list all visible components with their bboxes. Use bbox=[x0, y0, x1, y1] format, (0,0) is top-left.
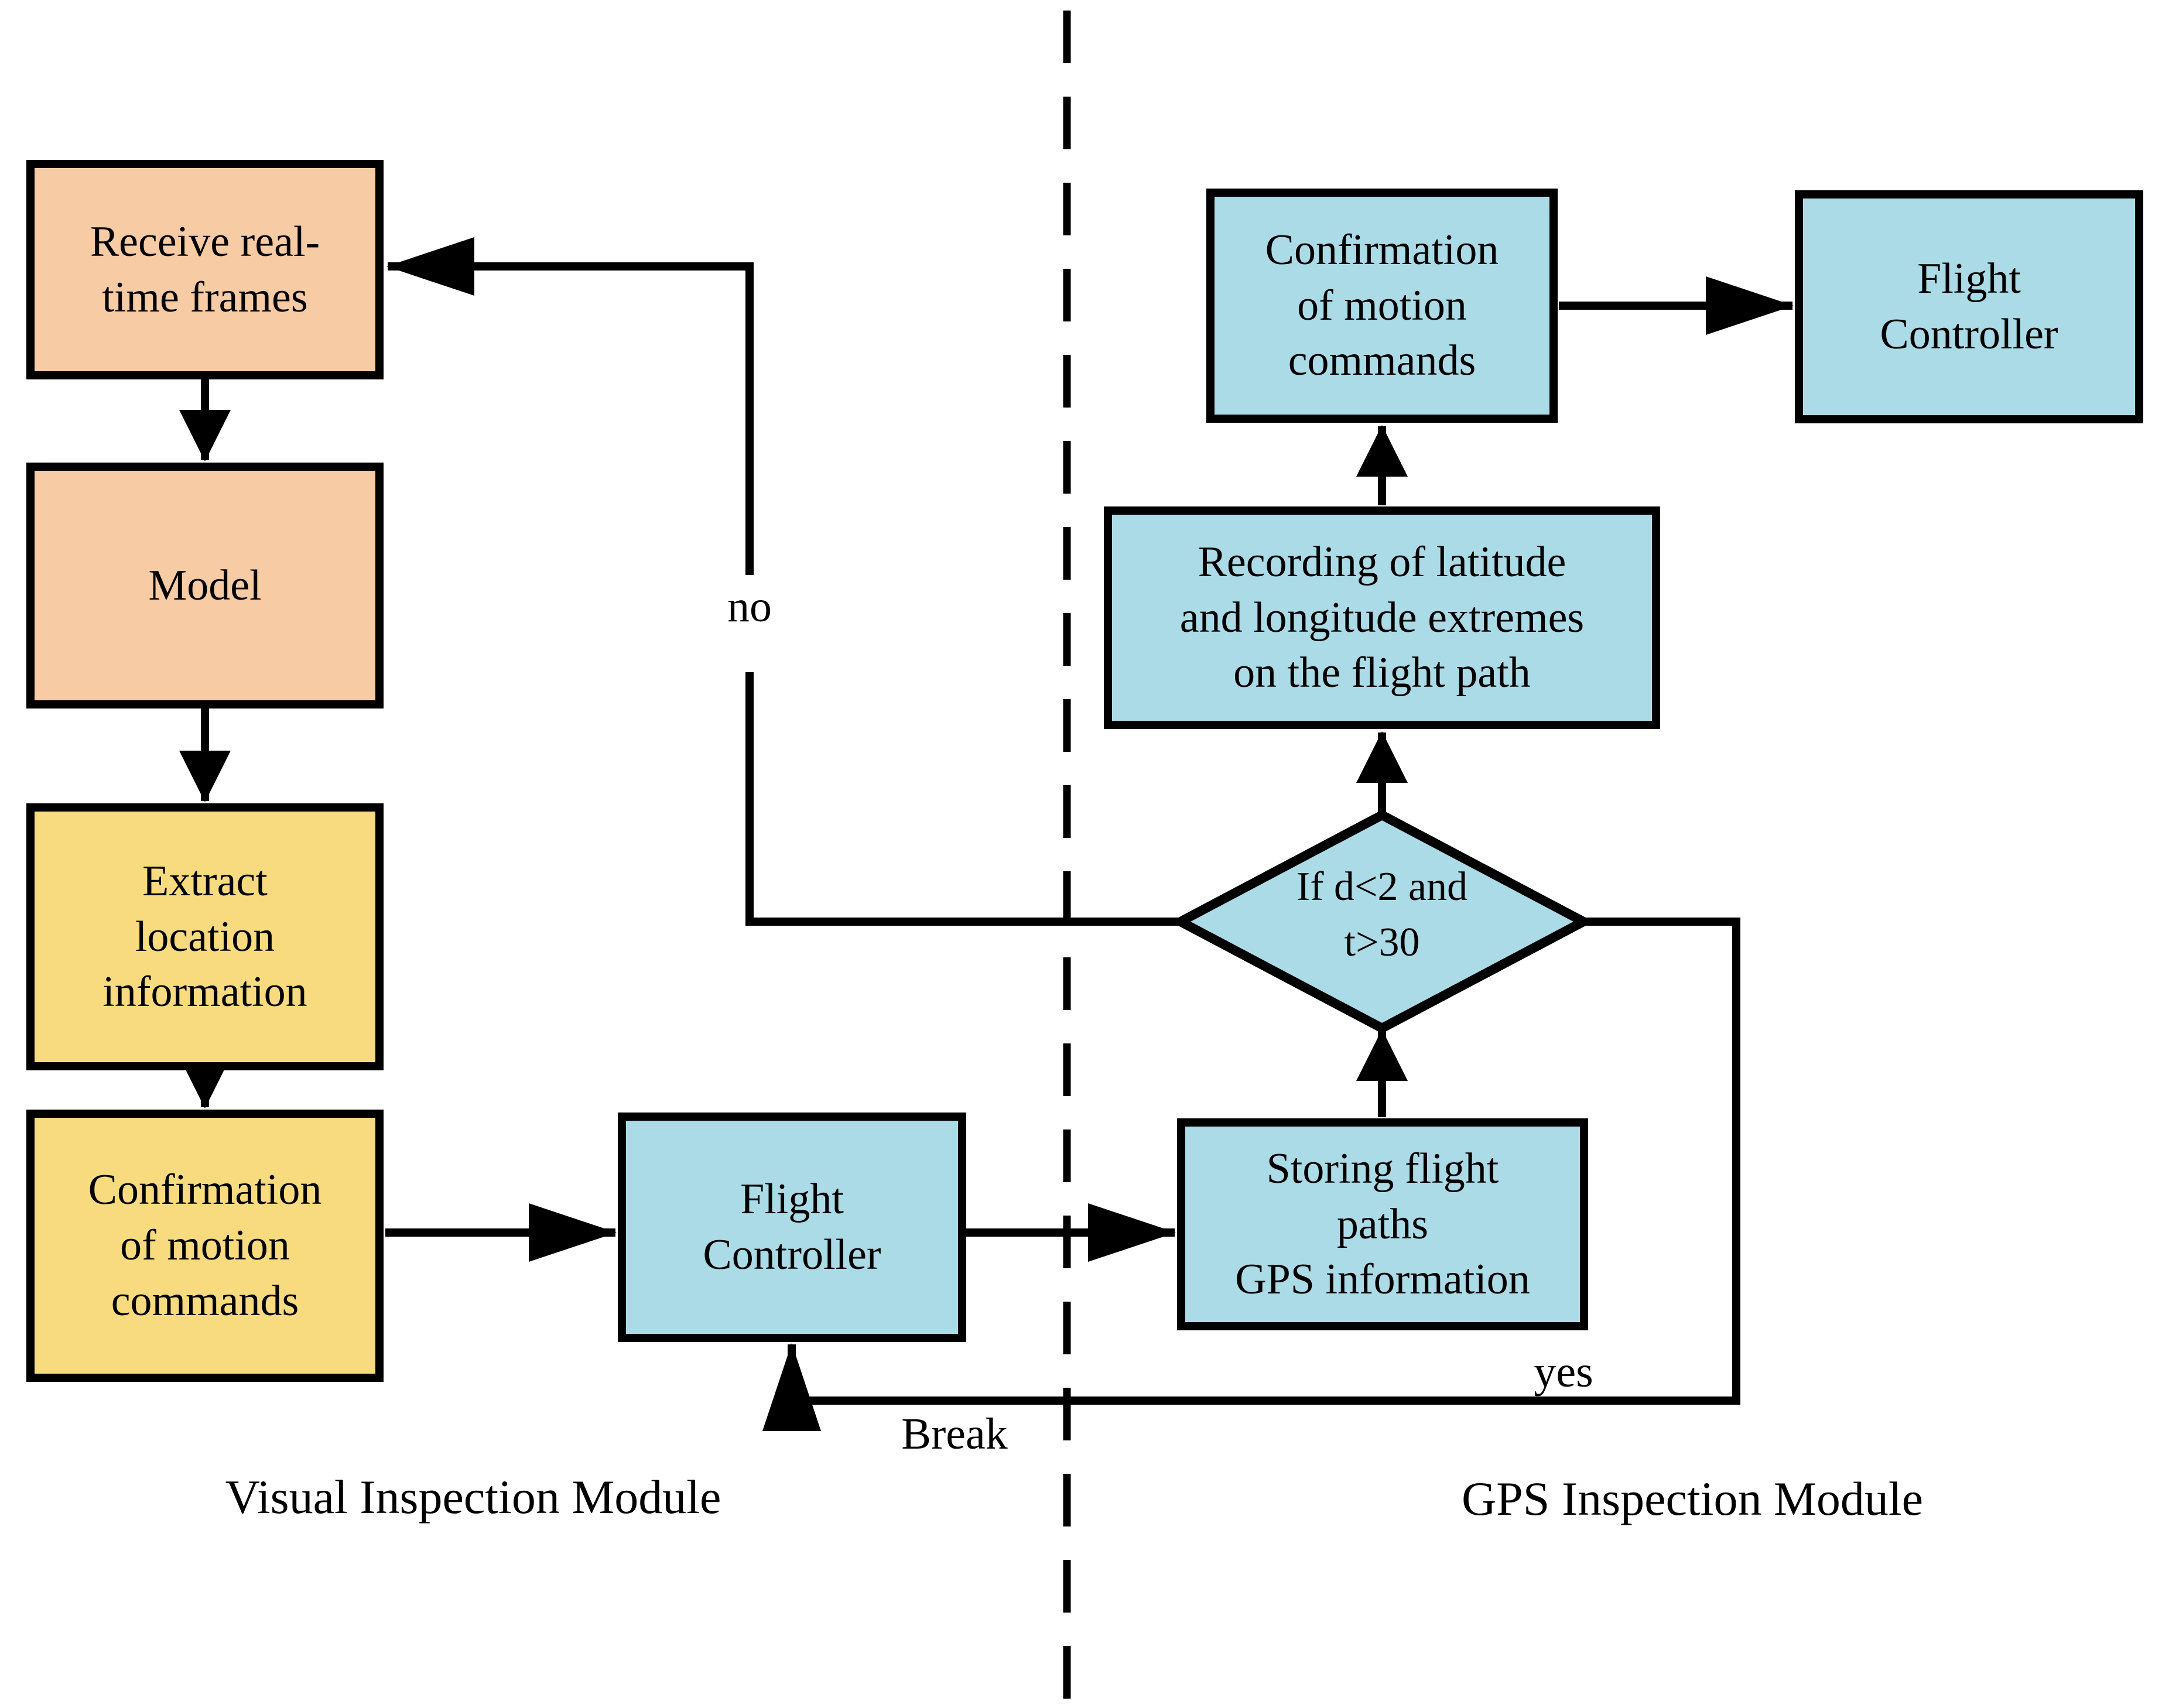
edge-label-no: no bbox=[727, 582, 772, 631]
node-confirm-motion-visual-label: Confirmation of motion commands bbox=[88, 1166, 322, 1325]
module-title-gps: GPS Inspection Module bbox=[1461, 1472, 1924, 1525]
node-receive-frames-label: Receive real- time frames bbox=[90, 217, 320, 321]
node-receive-frames: Receive real- time frames bbox=[26, 160, 384, 379]
node-flight-controller-center: Flight Controller bbox=[618, 1113, 966, 1342]
edge-no-path-lower bbox=[745, 672, 1181, 926]
edge-no-path-upper bbox=[386, 237, 754, 575]
node-model-label: Model bbox=[148, 561, 262, 610]
edge-label-break: Break bbox=[901, 1409, 1008, 1459]
node-model: Model bbox=[26, 463, 384, 708]
node-extract-location-label: Extract location information bbox=[102, 857, 307, 1016]
node-confirm-motion-gps-label: Confirmation of motion commands bbox=[1265, 225, 1499, 385]
node-storing-gps: Storing flight paths GPS information bbox=[1177, 1118, 1588, 1330]
module-title-visual: Visual Inspection Module bbox=[225, 1470, 721, 1524]
node-confirm-motion-gps: Confirmation of motion commands bbox=[1206, 189, 1558, 423]
node-recording-extremes-label: Recording of latitude and longitude extr… bbox=[1179, 538, 1585, 697]
node-confirm-motion-visual: Confirmation of motion commands bbox=[26, 1110, 384, 1382]
decision-label: If d<2 and t>30 bbox=[1296, 864, 1468, 965]
node-storing-gps-label: Storing flight paths GPS information bbox=[1235, 1144, 1530, 1304]
node-flight-controller-right-label: Flight Controller bbox=[1880, 255, 2058, 358]
node-recording-extremes: Recording of latitude and longitude extr… bbox=[1104, 506, 1660, 729]
edge-label-yes: yes bbox=[1534, 1347, 1593, 1396]
decision-diamond-shape bbox=[1170, 809, 1594, 1034]
node-extract-location: Extract location information bbox=[26, 803, 384, 1070]
edge-yes-break-path bbox=[762, 918, 1740, 1431]
node-flight-controller-center-label: Flight Controller bbox=[703, 1175, 881, 1279]
node-flight-controller-right: Flight Controller bbox=[1795, 190, 2143, 423]
